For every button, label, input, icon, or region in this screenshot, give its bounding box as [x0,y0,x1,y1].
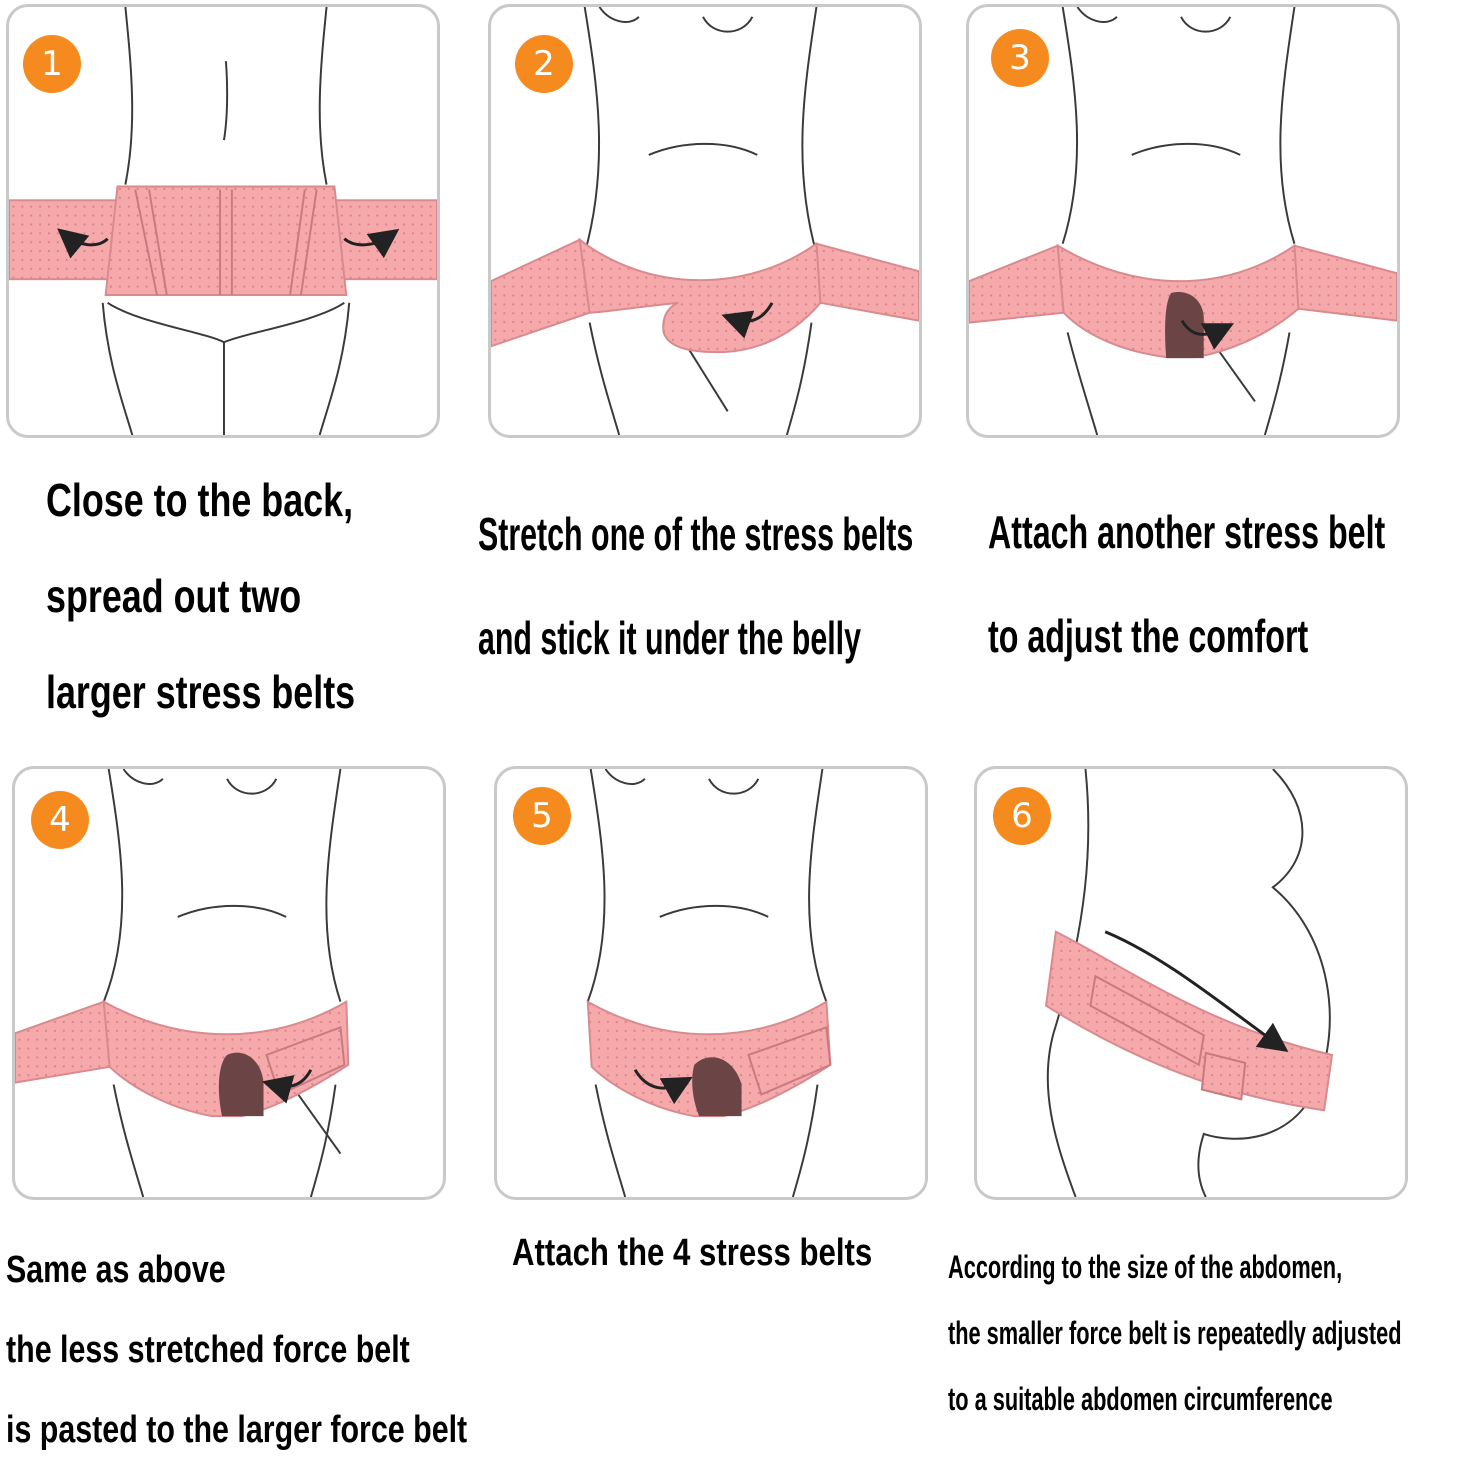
step-3-illustration: 3 [966,4,1400,438]
front-view-four-belts-drawing [586,769,832,1197]
back-view-belt-drawing [9,7,437,435]
step-1-line-3: larger stress belts [46,666,356,718]
step-5-illustration: 5 [494,766,928,1200]
step-5-caption: Attach the 4 stress belts [512,1230,872,1276]
step-1-line-2: spread out two [46,570,302,622]
step-2-illustration: 2 [488,4,922,438]
step-3-line-2: to adjust the comfort [988,610,1309,662]
step-2-caption: Stretch one of the stress belts and stic… [478,482,913,690]
step-4-badge: 4 [31,791,89,849]
front-view-first-belt-drawing [491,7,919,435]
step-1-illustration: 1 [6,4,440,438]
step-1-line-1: Close to the back, [46,474,354,526]
step-1-caption: Close to the back, spread out two larger… [46,452,355,740]
step-4-illustration: 4 [12,766,446,1200]
step-6-illustration: 6 [974,766,1408,1200]
step-2-line-2: and stick it under the belly [478,612,861,664]
step-5-line-1: Attach the 4 stress belts [512,1232,873,1274]
step-3-line-1: Attach another stress belt [988,506,1386,558]
step-6-badge: 6 [993,787,1051,845]
step-4-caption: Same as above the less stretched force b… [6,1230,467,1470]
front-view-third-belt-drawing [15,769,350,1197]
side-view-adjusted-belt-drawing [1044,769,1334,1197]
step-2-badge: 2 [515,35,573,93]
step-4-line-3: is pasted to the larger force belt [6,1409,468,1451]
step-6-line-2: the smaller force belt is repeatedly adj… [948,1315,1402,1351]
step-6-line-3: to a suitable abdomen circumference [948,1381,1333,1417]
step-4-line-1: Same as above [6,1249,226,1291]
step-4-line-2: the less stretched force belt [6,1329,410,1371]
step-3-badge: 3 [991,29,1049,87]
step-2-line-1: Stretch one of the stress belts [478,508,914,560]
front-view-second-belt-drawing [969,7,1397,435]
step-3-caption: Attach another stress belt to adjust the… [988,480,1385,688]
step-6-caption: According to the size of the abdomen, th… [948,1234,1401,1432]
step-1-badge: 1 [23,35,81,93]
step-5-badge: 5 [513,787,571,845]
step-6-line-1: According to the size of the abdomen, [948,1249,1343,1285]
